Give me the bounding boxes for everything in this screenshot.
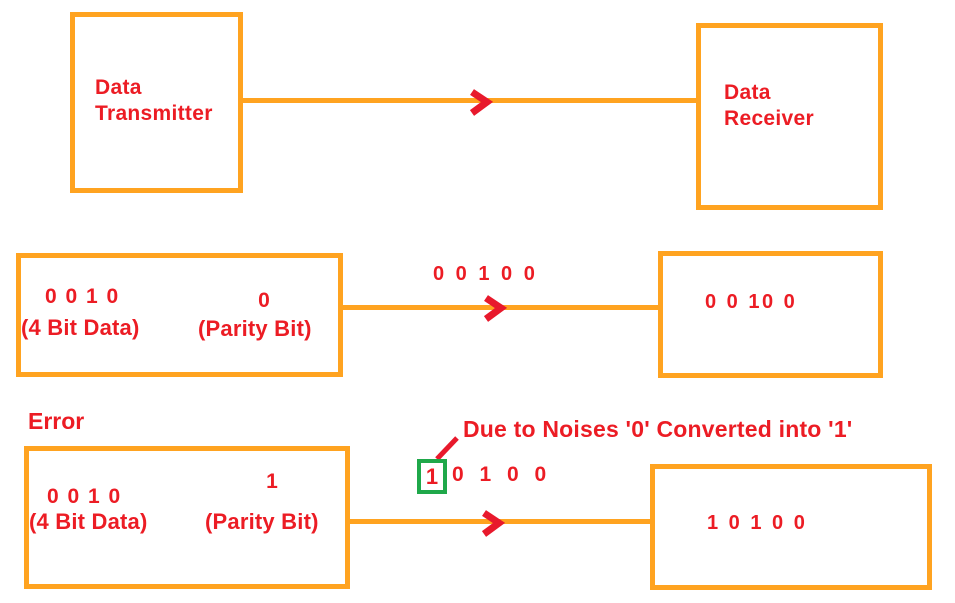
error-parity-caption: (Parity Bit) (205, 509, 319, 534)
normal-data-bits: 0 0 1 0 (45, 285, 120, 308)
flipped-bit: 1 (425, 463, 439, 489)
data-transmitter-box: Data Transmitter (70, 12, 243, 193)
normal-sender-box: 0 0 1 0 (4 Bit Data) 0 (Parity Bit) (16, 253, 343, 377)
error-line-rest-bits: 0 1 0 0 (452, 463, 552, 486)
error-data-caption: (4 Bit Data) (29, 509, 148, 534)
normal-received-bits: 0 0 10 0 (705, 291, 798, 313)
data-transmitter-label: Data Transmitter (95, 76, 213, 125)
arrow-head-icon (469, 89, 494, 116)
arrow-head-icon (481, 510, 506, 537)
arrow-head-icon (483, 295, 508, 322)
data-receiver-label: Data Receiver (724, 81, 814, 130)
data-receiver-box: Data Receiver (696, 23, 883, 210)
error-label: Error (28, 408, 85, 434)
flipped-bit-highlight: 1 (417, 459, 447, 494)
error-parity-bit: 1 (266, 470, 278, 493)
transmission-line-top (243, 98, 696, 103)
normal-line-label: 0 0 1 0 0 (433, 263, 538, 285)
noise-annotation: Due to Noises '0' Converted into '1' (463, 416, 853, 442)
normal-receiver-box: 0 0 10 0 (658, 251, 883, 378)
normal-parity-caption: (Parity Bit) (198, 316, 312, 341)
annotation-pointer-line (435, 436, 459, 461)
normal-parity-bit: 0 (258, 289, 270, 312)
normal-data-caption: (4 Bit Data) (21, 315, 140, 340)
error-sender-box: 0 0 1 0 (4 Bit Data) 1 (Parity Bit) (24, 446, 350, 589)
error-received-bits: 1 0 1 0 0 (707, 512, 808, 534)
error-data-bits: 0 0 1 0 (47, 485, 122, 508)
error-receiver-box: 1 0 1 0 0 (650, 464, 932, 590)
